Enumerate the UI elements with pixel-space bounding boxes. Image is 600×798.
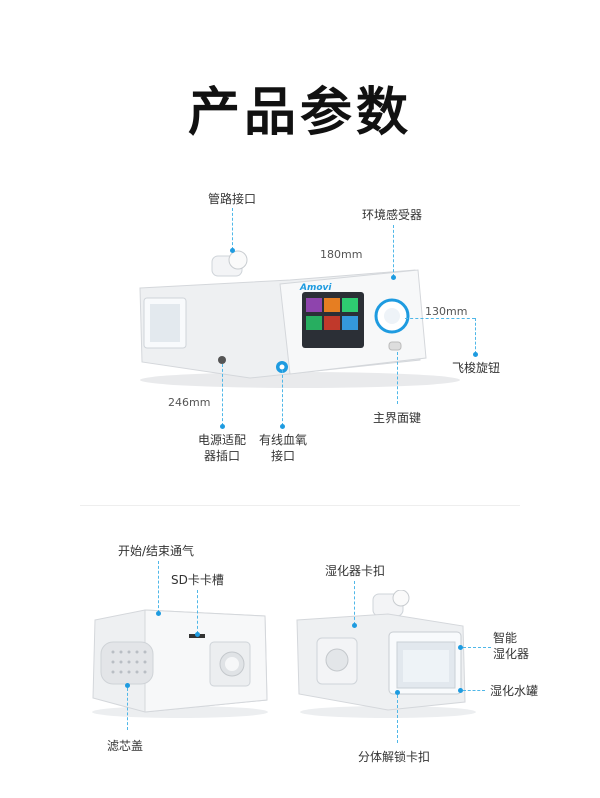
main-device-illustration: [139, 250, 460, 388]
dimension-height: 130mm: [425, 305, 468, 318]
dimension-width: 180mm: [320, 248, 363, 261]
label-knob: 飞梭旋钮: [452, 361, 501, 375]
label-sd-slot: SD卡卡槽: [171, 573, 224, 587]
label-spo2-port: 有线血氧 接口: [258, 433, 307, 463]
label-filter-cover: 滤芯盖: [107, 739, 144, 753]
dimension-depth: 246mm: [168, 396, 211, 409]
label-tube-port: 管路接口: [207, 192, 256, 206]
rear-device-illustration: [92, 609, 268, 718]
label-humidifier-clip: 湿化器卡扣: [325, 564, 386, 578]
label-water-tank: 湿化水罐: [490, 684, 539, 698]
label-release-clip: 分体解锁卡扣: [358, 750, 431, 764]
divider: [80, 505, 520, 506]
label-start-stop: 开始/结束通气: [118, 544, 195, 558]
label-env-sensor: 环境感受器: [362, 208, 423, 222]
page-title: 产品参数: [187, 83, 412, 143]
label-smart-humidifier: 智能 湿化器: [493, 631, 530, 661]
label-power-port: 电源适配 器插口: [197, 433, 246, 463]
label-home-key: 主界面键: [373, 411, 422, 425]
brand-logo: Amovi: [300, 283, 332, 293]
side-device-illustration: [296, 590, 476, 718]
